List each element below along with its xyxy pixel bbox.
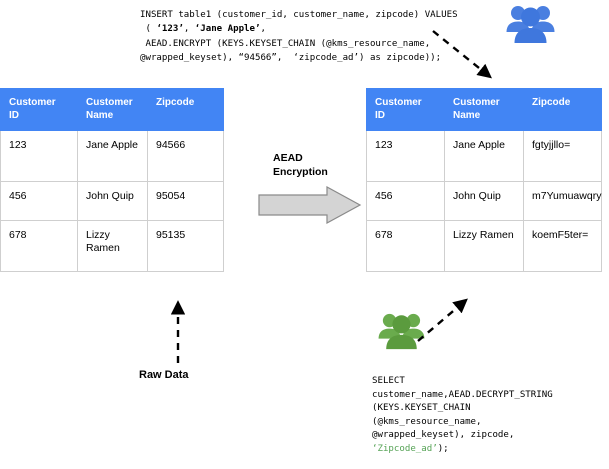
- table-row: 456 John Quip m7Yumuawqry: [366, 181, 602, 221]
- table-row: 123 Jane Apple fgtyjjllo=: [366, 130, 602, 182]
- select-statement: SELECT customer_name,AEAD.DECRYPT_STRING…: [372, 375, 553, 457]
- aead-label-line1: AEAD: [273, 152, 303, 164]
- select-line-5: @wrapped_keyset), zipcode,: [372, 430, 515, 441]
- column-header-zipcode: Zipcode: [523, 88, 602, 131]
- insert-line-2-mid: ,: [183, 24, 195, 35]
- insert-line-1: INSERT table1 (customer_id, customer_nam…: [140, 10, 458, 20]
- insert-line-4: @wrapped_keyset), “94566”, ‘zipcode_ad’)…: [140, 52, 442, 63]
- cell-customer-id: 678: [366, 220, 445, 272]
- insert-line-3: AEAD.ENCRYPT (KEYS.KEYSET_CHAIN (@kms_re…: [140, 38, 431, 49]
- select-line-1: SELECT: [372, 376, 405, 386]
- select-line-4: (@kms_resource_name,: [372, 416, 482, 427]
- cell-zipcode: koemF5ter=: [523, 220, 602, 272]
- aead-encryption-label: AEAD Encryption: [273, 152, 328, 179]
- header-text-line2: Name: [86, 109, 114, 121]
- header-text-line1: Customer: [453, 97, 500, 108]
- cell-customer-name: Lizzy Ramen: [444, 220, 524, 272]
- insert-line-2-suffix: ,: [260, 24, 266, 35]
- cell-zipcode: 94566: [147, 130, 224, 182]
- header-text-line1: Zipcode: [156, 97, 195, 108]
- cell-customer-name: John Quip: [77, 181, 148, 221]
- header-text-line1: Customer: [375, 97, 422, 108]
- insert-literal-customer-name: ‘Jane Apple’: [194, 24, 261, 35]
- column-header-zipcode: Zipcode: [147, 88, 224, 131]
- cell-zipcode: fgtyjjllo=: [523, 130, 602, 182]
- cell-customer-id: 456: [0, 181, 78, 221]
- cell-customer-id: 123: [0, 130, 78, 182]
- cell-zipcode: 95135: [147, 220, 224, 272]
- arrow-select-to-encrypted-table: [415, 296, 477, 349]
- cell-customer-id: 678: [0, 220, 78, 272]
- header-text-line2: ID: [375, 109, 385, 121]
- header-text-line1: Customer: [9, 97, 56, 108]
- select-line-3: (KEYS.KEYSET_CHAIN: [372, 403, 471, 414]
- header-text-line2: Name: [453, 109, 481, 121]
- cell-customer-name: Jane Apple: [77, 130, 148, 182]
- people-group-icon-blue: [505, 3, 555, 52]
- header-text-line1: Zipcode: [532, 97, 571, 108]
- select-line-6-suffix: );: [437, 443, 449, 454]
- cell-customer-id: 123: [366, 130, 445, 182]
- cell-customer-name: Lizzy Ramen: [77, 220, 148, 272]
- table-row: 456 John Quip 95054: [0, 181, 224, 221]
- raw-data-label: Raw Data: [139, 369, 189, 381]
- cell-customer-id: 456: [366, 181, 445, 221]
- people-group-icon-green: [377, 311, 425, 358]
- insert-line-2-prefix: (: [140, 24, 157, 35]
- header-text-line2: ID: [9, 109, 19, 121]
- cell-customer-name: John Quip: [444, 181, 524, 221]
- header-text-line1: Customer: [86, 97, 133, 108]
- insert-literal-customer-id: ‘123’: [156, 24, 184, 35]
- select-line-2: customer_name,AEAD.DECRYPT_STRING: [372, 389, 553, 400]
- arrow-insert-to-encrypted-table: [430, 28, 500, 93]
- table-row: 678 Lizzy Ramen 95135: [0, 220, 224, 272]
- block-arrow-encryption: [258, 185, 362, 229]
- insert-statement: INSERT table1 (customer_id, customer_nam…: [140, 8, 458, 65]
- table-row: 678 Lizzy Ramen koemF5ter=: [366, 220, 602, 272]
- arrow-raw-data-to-table: [165, 300, 191, 371]
- cell-customer-name: Jane Apple: [444, 130, 524, 182]
- aead-label-line2: Encryption: [273, 165, 328, 178]
- cell-zipcode: 95054: [147, 181, 224, 221]
- cell-zipcode: m7Yumuawqry: [523, 181, 602, 221]
- table-row: 123 Jane Apple 94566: [0, 130, 224, 182]
- select-literal-zipcode-ad: ‘Zipcode_ad’: [372, 443, 438, 454]
